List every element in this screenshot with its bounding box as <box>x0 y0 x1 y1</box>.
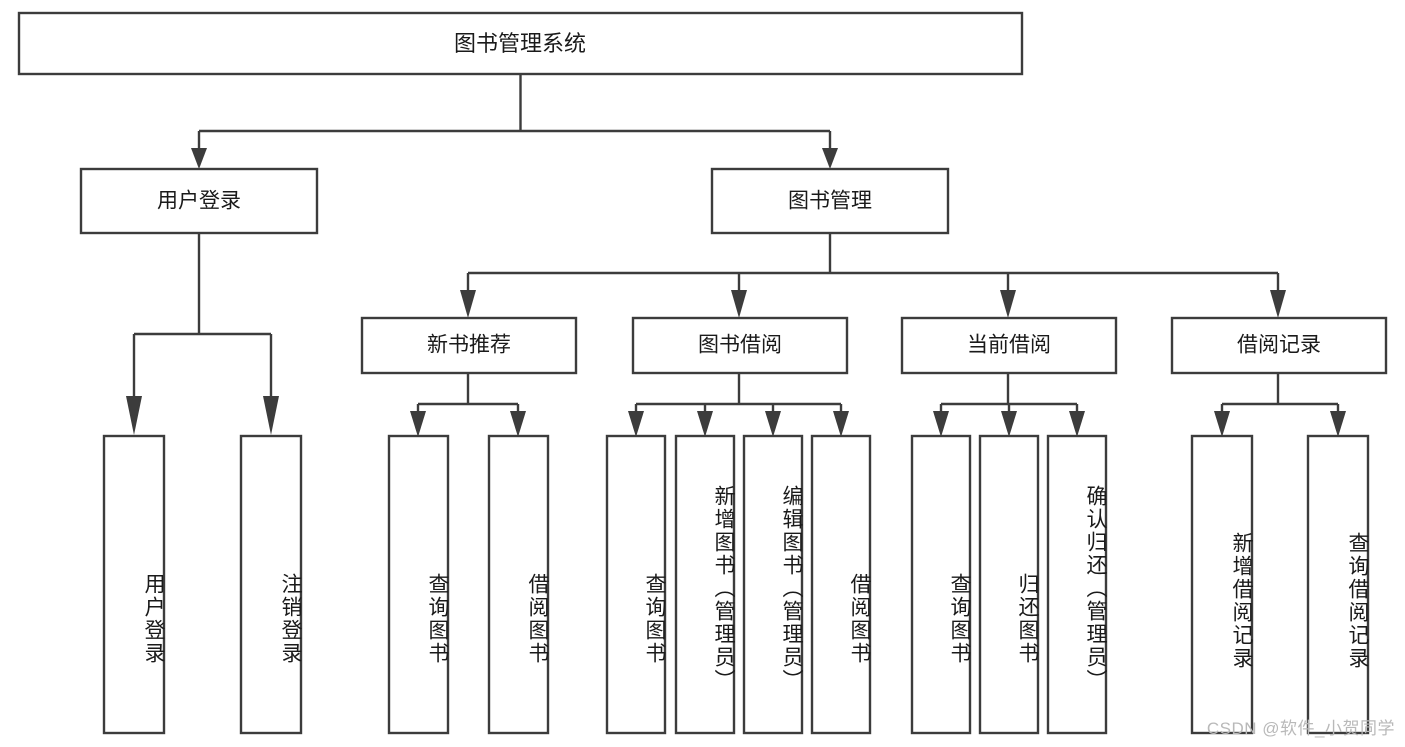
node-borrow-record-box[interactable] <box>1170 316 1388 375</box>
node-root[interactable]: 图书管理系统 <box>17 11 1024 76</box>
node-leaf-return-book-box[interactable] <box>978 434 1040 735</box>
arrow-head-leaf-query-book-1 <box>410 411 426 437</box>
node-new-book-rec[interactable]: 新书推荐 <box>360 316 578 375</box>
node-book-borrow[interactable]: 图书借阅 <box>631 316 849 375</box>
node-new-book-rec-box[interactable] <box>360 316 578 375</box>
node-book-manage-label: 图书管理 <box>788 190 872 213</box>
node-user-login[interactable]: 用户登录 <box>79 167 319 235</box>
arrow-head-leaf-add-book <box>697 411 713 437</box>
arrow-head-leaf-logout <box>263 396 279 435</box>
arrow-head-user-login <box>191 148 207 169</box>
node-leaf-query-record-box[interactable] <box>1306 434 1370 735</box>
node-leaf-confirm-return-box[interactable] <box>1046 434 1108 735</box>
arrow-head-leaf-edit-book <box>765 411 781 437</box>
node-book-manage[interactable]: 图书管理 <box>710 167 950 235</box>
node-leaf-query-book-2-box[interactable] <box>605 434 667 735</box>
node-book-manage-box[interactable] <box>710 167 950 235</box>
arrow-head-leaf-user-login <box>126 396 142 435</box>
arrow-head-book-borrow <box>731 290 747 318</box>
node-leaf-user-login-box[interactable] <box>102 434 166 735</box>
node-leaf-query-book-3-box[interactable] <box>910 434 972 735</box>
arrow-head-leaf-query-book-2 <box>628 411 644 437</box>
node-leaf-add-record-box[interactable] <box>1190 434 1254 735</box>
arrow-head-leaf-confirm-return <box>1069 411 1085 437</box>
arrow-head-leaf-query-record <box>1330 411 1346 437</box>
node-current-borrow-box[interactable] <box>900 316 1118 375</box>
node-current-borrow-label: 当前借阅 <box>967 334 1051 357</box>
arrow-head-leaf-borrow-book-2 <box>833 411 849 437</box>
node-leaf-borrow-book-2-box[interactable] <box>810 434 872 735</box>
node-book-borrow-box[interactable] <box>631 316 849 375</box>
node-root-box[interactable] <box>17 11 1024 76</box>
watermark-text: CSDN @软件_小贺同学 <box>1206 719 1395 738</box>
node-root-label: 图书管理系统 <box>454 31 586 56</box>
arrow-head-new-book-rec <box>460 290 476 318</box>
node-leaf-add-book-box[interactable] <box>674 434 736 735</box>
node-user-login-box[interactable] <box>79 167 319 235</box>
arrow-head-borrow-record <box>1270 290 1286 318</box>
node-book-borrow-label: 图书借阅 <box>698 334 782 357</box>
connector-layer <box>126 74 1346 437</box>
node-leaf-query-book-1-box[interactable] <box>387 434 450 735</box>
arrow-head-book-manage <box>822 148 838 169</box>
arrow-head-leaf-return-book <box>1001 411 1017 437</box>
arrow-head-leaf-add-record <box>1214 411 1230 437</box>
node-leaf-borrow-book-1-box[interactable] <box>487 434 550 735</box>
node-leaf-logout-box[interactable] <box>239 434 303 735</box>
arrow-head-leaf-query-book-3 <box>933 411 949 437</box>
arrow-head-current-borrow <box>1000 290 1016 318</box>
node-new-book-rec-label: 新书推荐 <box>427 334 511 357</box>
arrow-head-leaf-borrow-book-1 <box>510 411 526 437</box>
node-user-login-label: 用户登录 <box>157 190 241 213</box>
node-current-borrow[interactable]: 当前借阅 <box>900 316 1118 375</box>
node-leaf-edit-book-box[interactable] <box>742 434 804 735</box>
node-borrow-record-label: 借阅记录 <box>1237 334 1321 357</box>
node-borrow-record[interactable]: 借阅记录 <box>1170 316 1388 375</box>
